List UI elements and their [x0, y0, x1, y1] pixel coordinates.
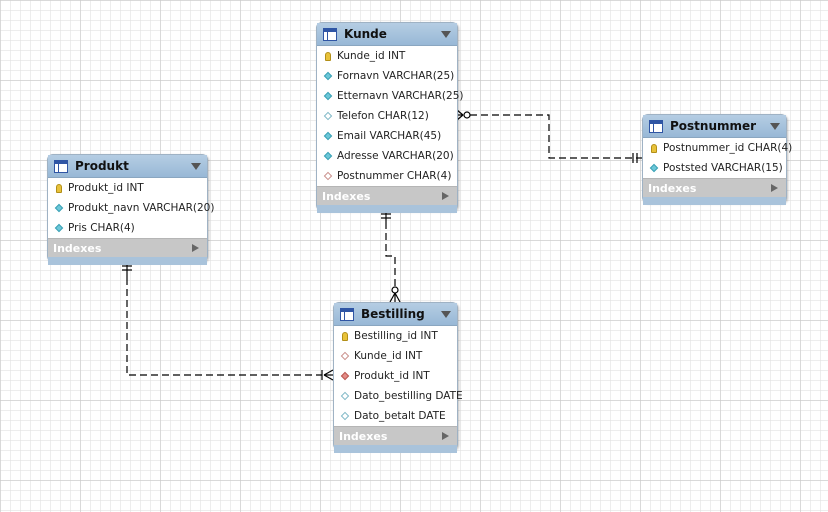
column-row[interactable]: Telefon CHAR(12)	[317, 106, 457, 126]
entity-footer	[317, 205, 457, 213]
column-label: Dato_betalt DATE	[354, 410, 446, 422]
entity-header[interactable]: Produkt	[48, 155, 207, 178]
table-icon	[649, 119, 663, 133]
column-label: Produkt_id INT	[68, 182, 144, 194]
column-diamond-icon	[53, 223, 64, 234]
crowfoot-bestilling-top	[389, 286, 401, 303]
column-row[interactable]: Kunde_id INT	[317, 46, 457, 66]
column-label: Bestilling_id INT	[354, 330, 438, 342]
table-icon	[323, 27, 337, 41]
entity-produkt[interactable]: Produkt Produkt_id INT Produkt_navn VARC…	[47, 154, 214, 265]
column-label: Kunde_id INT	[354, 350, 423, 362]
entity-header[interactable]: Kunde	[317, 23, 457, 46]
column-row[interactable]: Etternavn VARCHAR(25)	[317, 86, 463, 106]
entity-header[interactable]: Bestilling	[334, 303, 457, 326]
column-label: Produkt_navn VARCHAR(20)	[68, 202, 215, 214]
foreign-key-diamond-icon	[322, 171, 333, 182]
indexes-section[interactable]: Indexes	[48, 238, 207, 257]
one-marker-postnummer-end	[632, 153, 643, 163]
nullable-column-diamond-icon	[339, 391, 350, 402]
column-row[interactable]: Produkt_navn VARCHAR(20)	[48, 198, 214, 218]
column-label: Fornavn VARCHAR(25)	[337, 70, 455, 82]
indexes-section[interactable]: Indexes	[643, 178, 786, 197]
entity-kunde[interactable]: Kunde Kunde_id INT Fornavn VARCHAR(25) E…	[316, 22, 463, 213]
column-row[interactable]: Dato_betalt DATE	[334, 406, 457, 426]
column-row[interactable]: Produkt_id INT	[48, 178, 207, 198]
column-label: Produkt_id INT	[354, 370, 430, 382]
column-diamond-icon	[322, 71, 333, 82]
expand-arrow-icon[interactable]	[192, 244, 199, 252]
entity-title: Postnummer	[670, 119, 757, 133]
crowfoot-kunde-end	[456, 109, 471, 121]
collapse-arrow-icon[interactable]	[191, 163, 201, 170]
collapse-arrow-icon[interactable]	[441, 311, 451, 318]
connector-kunde-bestilling[interactable]	[385, 222, 396, 286]
column-row[interactable]: Produkt_id INT	[334, 366, 457, 386]
entity-footer	[334, 445, 457, 453]
indexes-label: Indexes	[339, 429, 388, 443]
indexes-label: Indexes	[322, 189, 371, 203]
column-row[interactable]: Adresse VARCHAR(20)	[317, 146, 457, 166]
foreign-key-diamond-icon	[339, 371, 350, 382]
entity-footer	[48, 257, 207, 265]
column-label: Telefon CHAR(12)	[337, 110, 429, 122]
entity-footer	[643, 197, 786, 205]
column-row[interactable]: Poststed VARCHAR(15)	[643, 158, 786, 178]
collapse-arrow-icon[interactable]	[441, 31, 451, 38]
crowfoot-bestilling-left	[321, 369, 334, 381]
entity-title: Bestilling	[361, 307, 425, 321]
column-row[interactable]: Postnummer CHAR(4)	[317, 166, 457, 186]
table-icon	[54, 159, 68, 173]
entity-title: Produkt	[75, 159, 129, 173]
column-label: Kunde_id INT	[337, 50, 406, 62]
primary-key-icon	[53, 183, 64, 194]
primary-key-icon	[322, 51, 333, 62]
column-diamond-icon	[322, 91, 333, 102]
primary-key-icon	[339, 331, 350, 342]
expand-arrow-icon[interactable]	[442, 192, 449, 200]
column-row[interactable]: Fornavn VARCHAR(25)	[317, 66, 457, 86]
column-label: Poststed VARCHAR(15)	[663, 162, 783, 174]
indexes-section[interactable]: Indexes	[317, 186, 457, 205]
column-diamond-icon	[322, 131, 333, 142]
column-row[interactable]: Pris CHAR(4)	[48, 218, 207, 238]
column-diamond-icon	[648, 163, 659, 174]
column-diamond-icon	[53, 203, 64, 214]
connector-produkt-bestilling[interactable]	[126, 278, 322, 376]
column-row[interactable]: Postnummer_id CHAR(4)	[643, 138, 792, 158]
entity-postnummer[interactable]: Postnummer Postnummer_id CHAR(4) Postste…	[642, 114, 792, 205]
entity-bestilling[interactable]: Bestilling Bestilling_id INT Kunde_id IN…	[333, 302, 463, 453]
indexes-label: Indexes	[53, 241, 102, 255]
column-row[interactable]: Email VARCHAR(45)	[317, 126, 457, 146]
collapse-arrow-icon[interactable]	[770, 123, 780, 130]
entity-header[interactable]: Postnummer	[643, 115, 786, 138]
column-row[interactable]: Bestilling_id INT	[334, 326, 457, 346]
column-diamond-icon	[322, 151, 333, 162]
indexes-section[interactable]: Indexes	[334, 426, 457, 445]
connector-kunde-postnummer[interactable]	[470, 114, 636, 159]
column-label: Postnummer_id CHAR(4)	[663, 142, 793, 154]
column-label: Pris CHAR(4)	[68, 222, 135, 234]
column-label: Email VARCHAR(45)	[337, 130, 442, 142]
column-row[interactable]: Dato_bestilling DATE	[334, 386, 463, 406]
column-label: Dato_bestilling DATE	[354, 390, 463, 402]
nullable-column-diamond-icon	[322, 111, 333, 122]
column-row[interactable]: Kunde_id INT	[334, 346, 457, 366]
entity-title: Kunde	[344, 27, 387, 41]
table-icon	[340, 307, 354, 321]
column-label: Adresse VARCHAR(20)	[337, 150, 454, 162]
column-label: Postnummer CHAR(4)	[337, 170, 452, 182]
expand-arrow-icon[interactable]	[442, 432, 449, 440]
column-label: Etternavn VARCHAR(25)	[337, 90, 464, 102]
primary-key-icon	[648, 143, 659, 154]
nullable-column-diamond-icon	[339, 411, 350, 422]
expand-arrow-icon[interactable]	[771, 184, 778, 192]
indexes-label: Indexes	[648, 181, 697, 195]
foreign-key-diamond-icon	[339, 351, 350, 362]
